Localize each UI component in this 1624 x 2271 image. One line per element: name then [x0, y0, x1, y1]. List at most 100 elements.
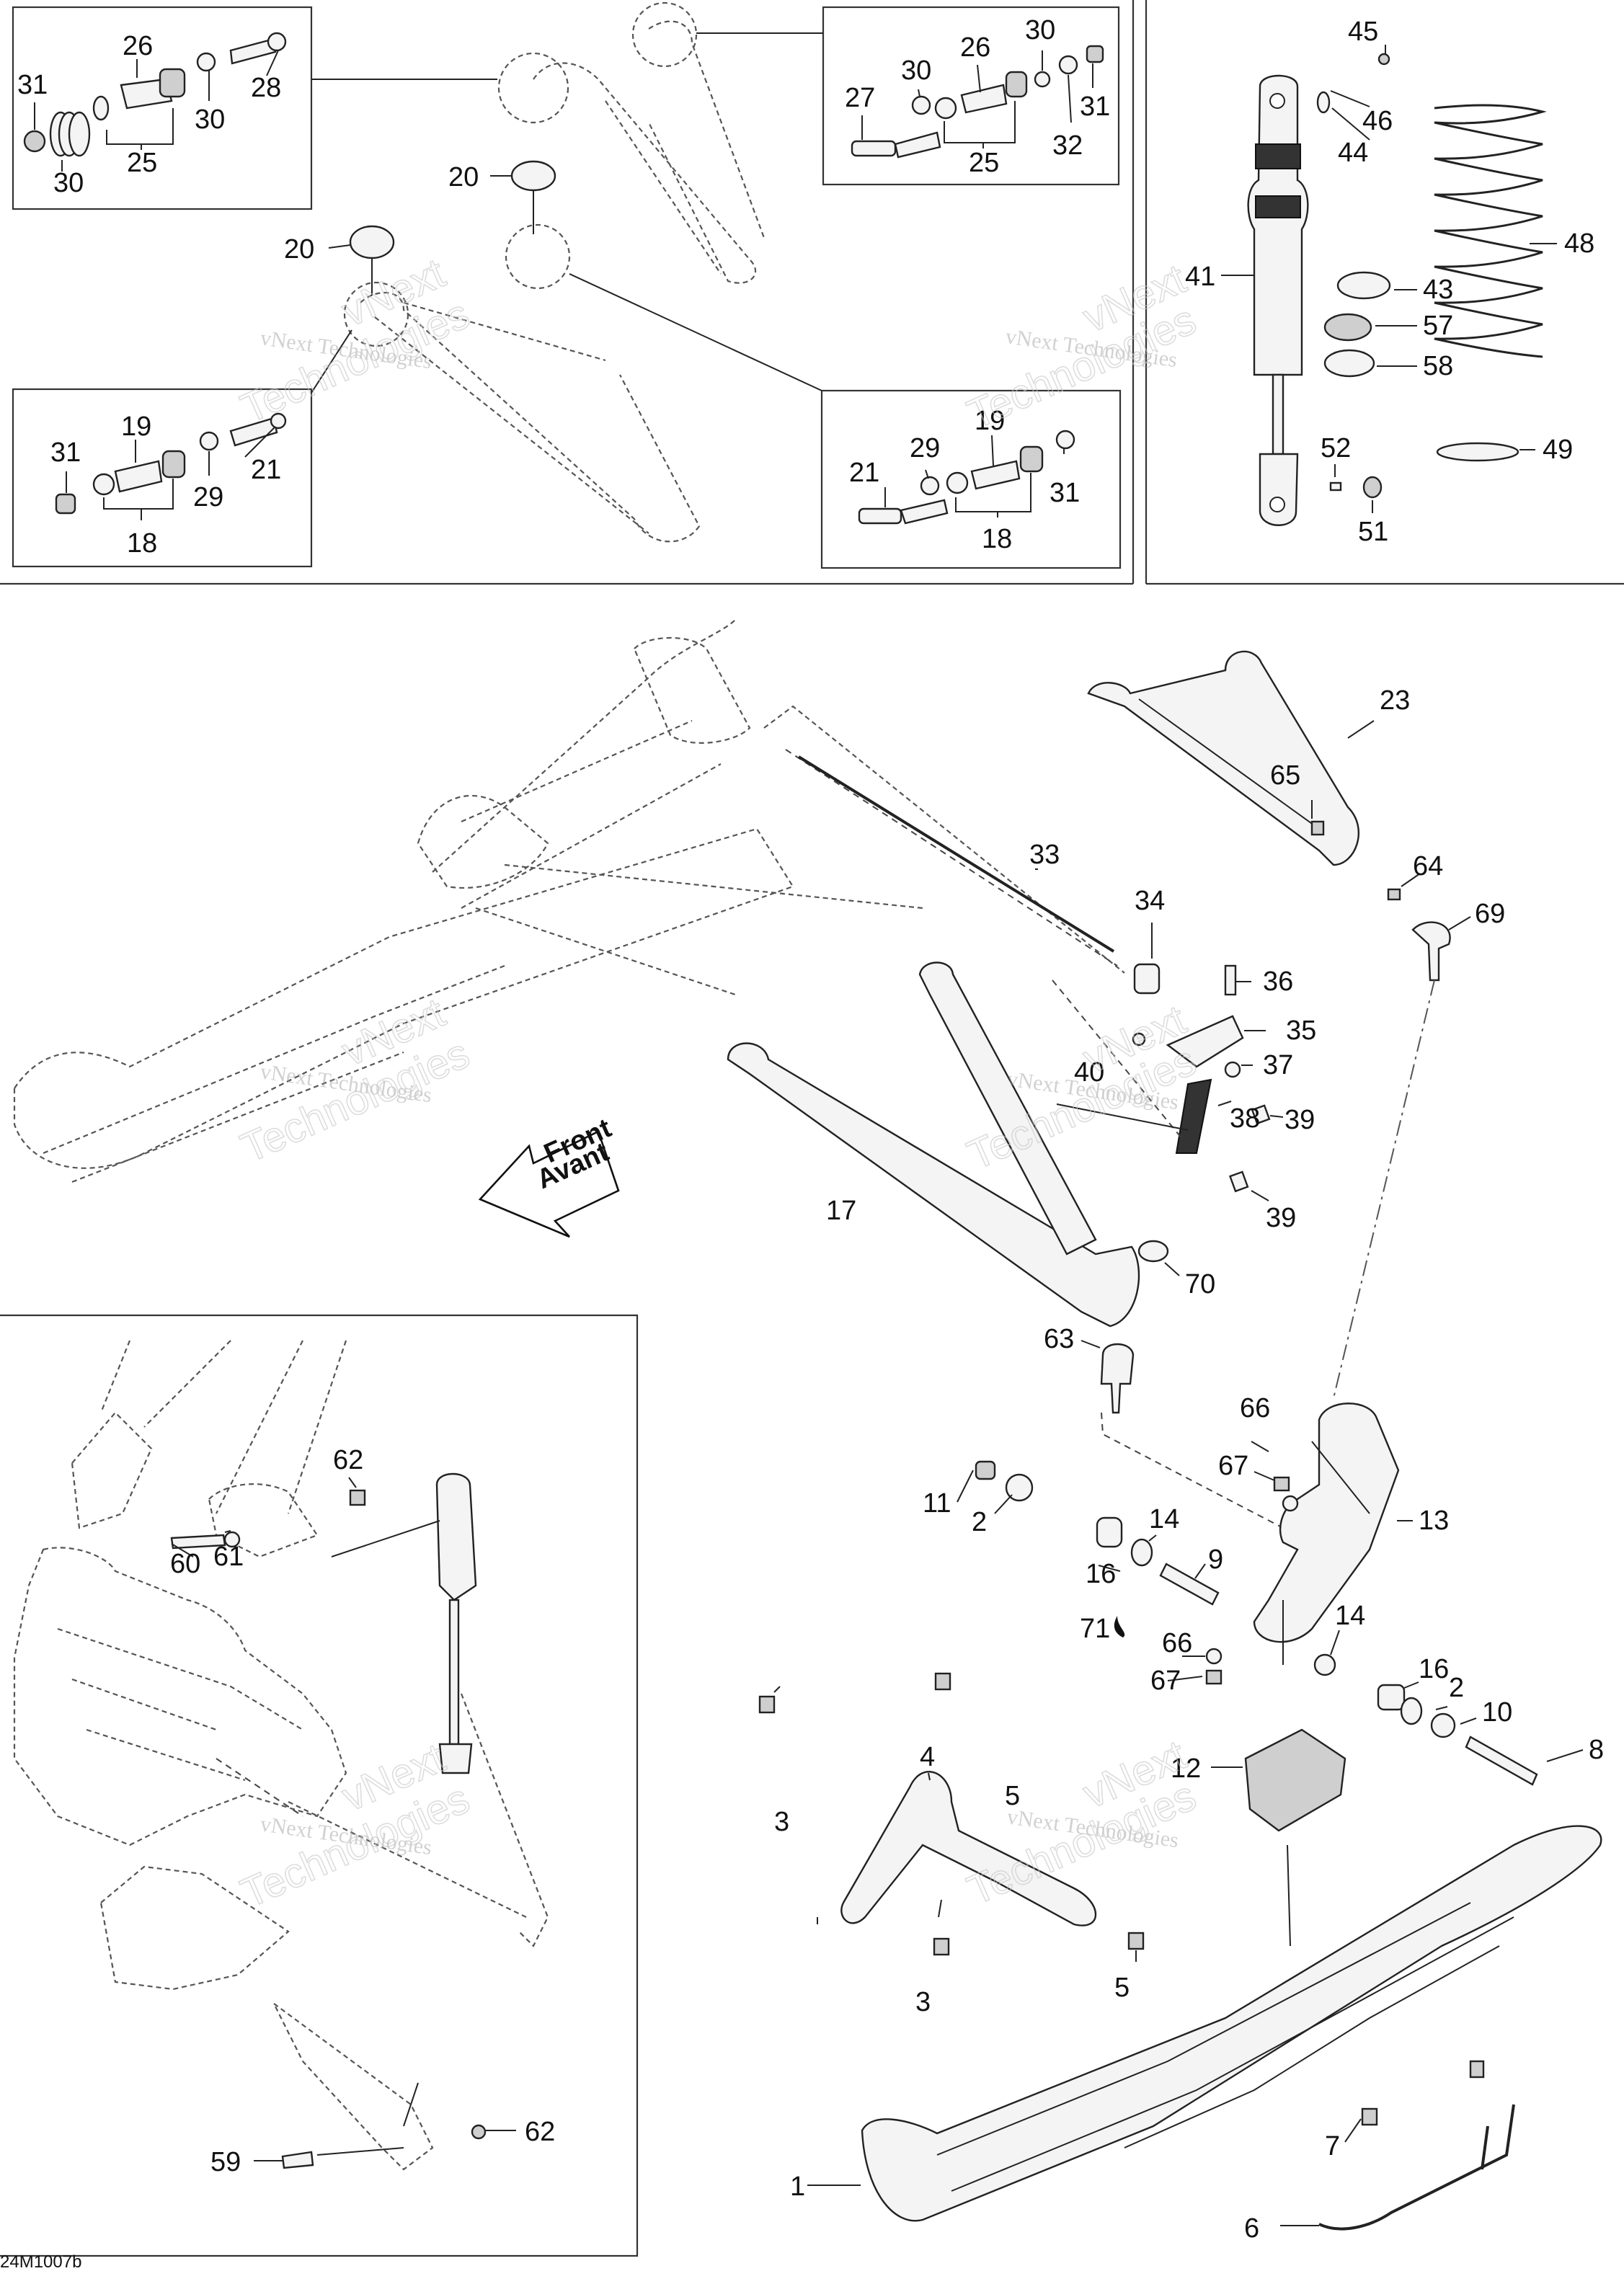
- callout-65: 65: [1270, 760, 1300, 791]
- upper-a-arm-detail-group: [12, 1, 1122, 569]
- callout-35: 35: [1286, 1015, 1316, 1046]
- callout-21: 21: [251, 455, 281, 485]
- coil-spring: [1434, 104, 1547, 358]
- callout-21: 21: [849, 458, 879, 488]
- callout-58: 58: [1423, 351, 1453, 381]
- tie-rod-33: [797, 755, 1115, 953]
- callout-18: 18: [982, 524, 1012, 554]
- callout-48: 48: [1564, 228, 1594, 259]
- callout-2: 2: [1449, 1673, 1464, 1703]
- callout-11: 11: [923, 1488, 951, 1519]
- callout-19: 19: [975, 406, 1005, 436]
- upper-a-arm-23: [1087, 650, 1360, 866]
- callout-25: 25: [969, 148, 999, 178]
- callout-31: 31: [50, 437, 81, 468]
- spindle-and-ski: [758, 1403, 1602, 2231]
- callout-3: 3: [915, 1987, 931, 2017]
- callout-39: 39: [1266, 1203, 1296, 1233]
- callout-61: 61: [213, 1542, 244, 1572]
- callout-5: 5: [1114, 1973, 1130, 2003]
- callout-63: 63: [1044, 1324, 1074, 1354]
- lower-inset-assembly: [13, 1340, 549, 2171]
- callout-31: 31: [1080, 92, 1110, 122]
- washer-20-upper: [510, 160, 556, 192]
- callout-59: 59: [210, 2147, 241, 2177]
- callout-14: 14: [1335, 1601, 1365, 1631]
- callout-30: 30: [901, 55, 931, 86]
- callout-29: 29: [910, 433, 940, 463]
- callout-62: 62: [525, 2117, 555, 2147]
- shock-absorber-group: [1247, 53, 1547, 526]
- bushing-34: [1133, 963, 1161, 995]
- callout-28: 28: [251, 73, 281, 103]
- inset-box-18-21-left: [12, 388, 313, 568]
- callout-67: 67: [1218, 1451, 1248, 1481]
- inset-1-parts: [23, 32, 287, 157]
- callout-32: 32: [1052, 130, 1083, 161]
- link-38: [1175, 1078, 1212, 1154]
- callout-6: 6: [1244, 2213, 1259, 2244]
- ski-handle-4: [840, 1771, 1097, 1926]
- callout-20: 20: [284, 234, 314, 265]
- callout-25: 25: [127, 148, 157, 178]
- callout-3: 3: [774, 1807, 789, 1837]
- spindle-13: [1253, 1403, 1400, 1643]
- callout-71: 71: [1080, 1614, 1110, 1644]
- callout-9: 9: [1208, 1545, 1223, 1575]
- callout-27: 27: [845, 83, 875, 113]
- callout-67: 67: [1150, 1666, 1181, 1696]
- drawing-code: 24M1007b: [0, 2252, 81, 2271]
- callout-49: 49: [1543, 435, 1573, 465]
- runner-6: [1318, 2104, 1515, 2231]
- callout-51: 51: [1358, 517, 1388, 547]
- callout-30: 30: [195, 105, 225, 135]
- callout-52: 52: [1321, 433, 1351, 463]
- callout-7: 7: [1325, 2131, 1340, 2161]
- callout-16: 16: [1086, 1559, 1116, 1589]
- callout-13: 13: [1419, 1506, 1449, 1536]
- callout-30: 30: [53, 168, 84, 198]
- callout-2: 2: [972, 1507, 987, 1537]
- front-direction-arrow: Front Avant: [478, 1113, 620, 1238]
- inset-3-parts: [55, 412, 287, 515]
- shock-body: [1247, 74, 1309, 376]
- callout-62: 62: [333, 1445, 363, 1475]
- callout-26: 26: [123, 31, 153, 61]
- callout-46: 46: [1362, 106, 1393, 136]
- callout-36: 36: [1263, 966, 1293, 997]
- washer-20-lower: [349, 225, 395, 259]
- inset-2-parts: [851, 45, 1104, 159]
- callout-70: 70: [1185, 1269, 1215, 1299]
- callout-34: 34: [1135, 886, 1165, 916]
- inset-box-26-32: [822, 6, 1120, 186]
- callout-43: 43: [1423, 275, 1453, 305]
- callout-labels: 31 26 28 30 30 25 26 30 30 27 31 32 25 2…: [17, 15, 1604, 2244]
- callout-20: 20: [448, 162, 479, 192]
- ghost-assembly-overview: [13, 619, 1125, 1183]
- ball-joint-63: [1100, 1343, 1135, 1414]
- spring-retainer: [1436, 442, 1519, 462]
- callout-31: 31: [17, 70, 48, 100]
- callout-44: 44: [1338, 138, 1368, 168]
- callout-23: 23: [1380, 685, 1410, 716]
- callout-57: 57: [1423, 311, 1453, 341]
- lower-a-arm-17: [727, 1042, 1140, 1328]
- callout-16: 16: [1419, 1654, 1449, 1684]
- callout-66: 66: [1240, 1393, 1270, 1423]
- inset-box-18-21-right: [820, 389, 1122, 569]
- callout-12: 12: [1171, 1754, 1201, 1784]
- callout-64: 64: [1413, 851, 1443, 881]
- inset-shock: [435, 1472, 477, 1601]
- inset-4-parts: [858, 430, 1075, 525]
- callout-41: 41: [1185, 262, 1215, 292]
- callout-19: 19: [121, 412, 151, 442]
- bracket-35: [1166, 1015, 1244, 1068]
- callout-10: 10: [1482, 1697, 1512, 1728]
- callout-45: 45: [1348, 17, 1378, 47]
- callout-4: 4: [920, 1742, 935, 1772]
- suspension-arms: [727, 650, 1451, 1529]
- callout-leaders: [34, 45, 1584, 2226]
- callout-26: 26: [960, 32, 990, 63]
